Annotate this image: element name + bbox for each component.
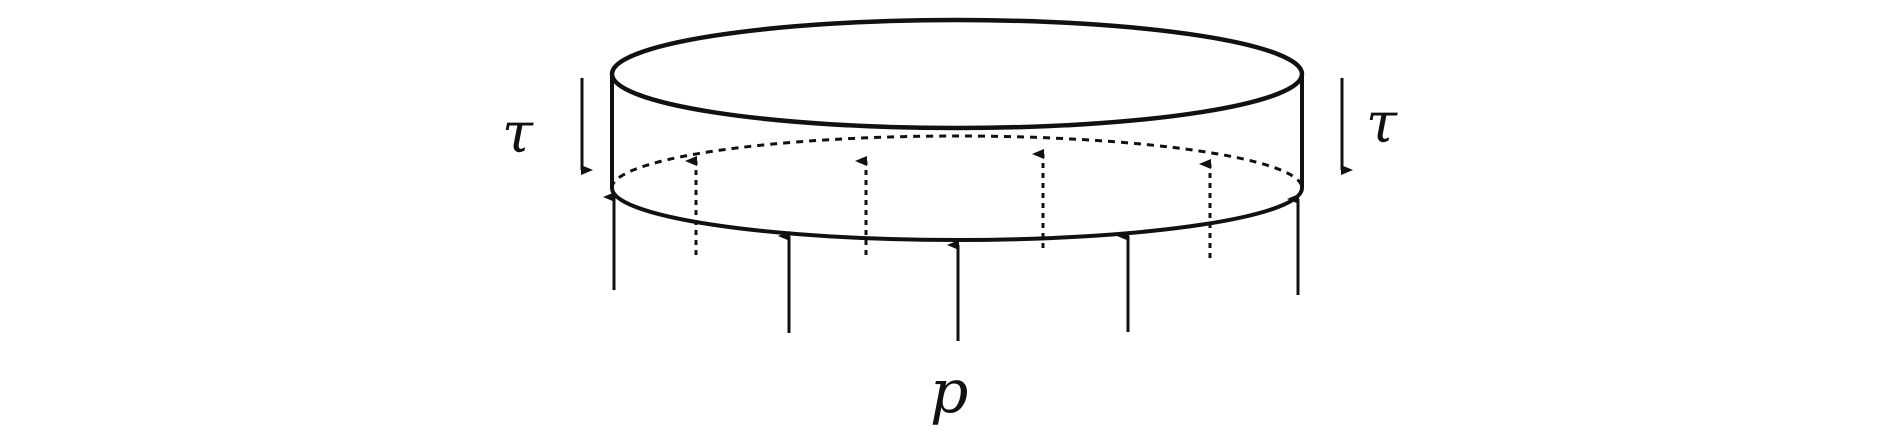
disk-bottom-front-edge xyxy=(610,187,1304,242)
shear-arrows xyxy=(580,78,1353,175)
disk-bottom-back-edge xyxy=(610,134,1304,189)
pressure-label: p xyxy=(930,357,968,427)
disk-body xyxy=(609,17,1305,242)
pressure-arrows-hidden xyxy=(685,149,1212,258)
tau-label-right: τ xyxy=(1366,91,1398,156)
disk-top-face xyxy=(609,17,1305,131)
pressure-arrows-front xyxy=(603,192,1300,341)
tau-label-left: τ xyxy=(502,101,534,166)
